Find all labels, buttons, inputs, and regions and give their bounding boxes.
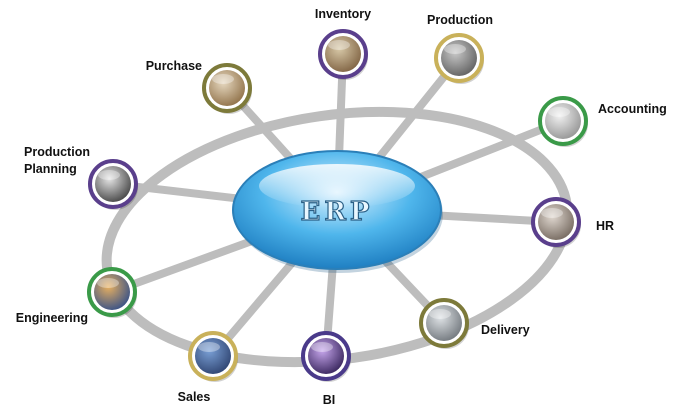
module-gloss bbox=[98, 170, 120, 180]
module-label-sales: Sales bbox=[178, 390, 211, 404]
module-photo bbox=[308, 338, 344, 374]
module-node-purchase[interactable]: Purchase bbox=[146, 59, 252, 114]
module-gloss bbox=[212, 74, 234, 84]
module-label-delivery: Delivery bbox=[481, 323, 530, 337]
module-label-production: Production bbox=[427, 13, 493, 27]
module-label-line: Production bbox=[24, 145, 90, 159]
module-photo bbox=[95, 166, 131, 202]
module-gloss bbox=[97, 278, 119, 288]
module-gloss bbox=[444, 44, 466, 54]
module-photo bbox=[441, 40, 477, 76]
module-photo bbox=[209, 70, 245, 106]
module-node-accounting[interactable]: Accounting bbox=[538, 96, 667, 147]
erp-hub[interactable]: ERP bbox=[232, 150, 443, 273]
module-gloss bbox=[198, 342, 220, 352]
module-label-line: Inventory bbox=[315, 7, 371, 21]
module-label-accounting: Accounting bbox=[598, 102, 667, 116]
module-label-line: Engineering bbox=[16, 311, 88, 325]
module-label-line: Planning bbox=[24, 162, 77, 176]
module-label-line: Purchase bbox=[146, 59, 202, 73]
hub-label: ERP bbox=[301, 197, 374, 227]
module-node-sales[interactable]: Sales bbox=[178, 331, 238, 404]
module-label-line: Accounting bbox=[598, 102, 667, 116]
module-label-inventory: Inventory bbox=[315, 7, 371, 21]
module-label-line: Sales bbox=[178, 390, 211, 404]
module-node-hr[interactable]: HR bbox=[531, 197, 614, 248]
module-photo bbox=[538, 204, 574, 240]
module-node-bi[interactable]: BI bbox=[301, 331, 351, 407]
module-label-engineering: Engineering bbox=[16, 311, 88, 325]
module-gloss bbox=[429, 309, 451, 319]
module-label-bi: BI bbox=[323, 393, 336, 407]
module-photo bbox=[325, 36, 361, 72]
module-label-purchase: Purchase bbox=[146, 59, 202, 73]
module-label-line: HR bbox=[596, 219, 614, 233]
module-photo bbox=[94, 274, 130, 310]
module-gloss bbox=[541, 208, 563, 218]
module-label-line: BI bbox=[323, 393, 336, 407]
module-label-hr: HR bbox=[596, 219, 614, 233]
hub-gloss bbox=[259, 164, 415, 208]
module-gloss bbox=[328, 40, 350, 50]
module-gloss bbox=[548, 107, 570, 117]
module-label-line: Production bbox=[427, 13, 493, 27]
module-photo bbox=[426, 305, 462, 341]
module-photo bbox=[545, 103, 581, 139]
module-node-inventory[interactable]: Inventory bbox=[315, 7, 371, 80]
module-gloss bbox=[311, 342, 333, 352]
module-label-line: Delivery bbox=[481, 323, 530, 337]
module-node-production[interactable]: Production bbox=[427, 13, 493, 84]
module-photo bbox=[195, 338, 231, 374]
module-node-engineering[interactable]: Engineering bbox=[16, 267, 137, 325]
module-node-delivery[interactable]: Delivery bbox=[419, 298, 530, 349]
